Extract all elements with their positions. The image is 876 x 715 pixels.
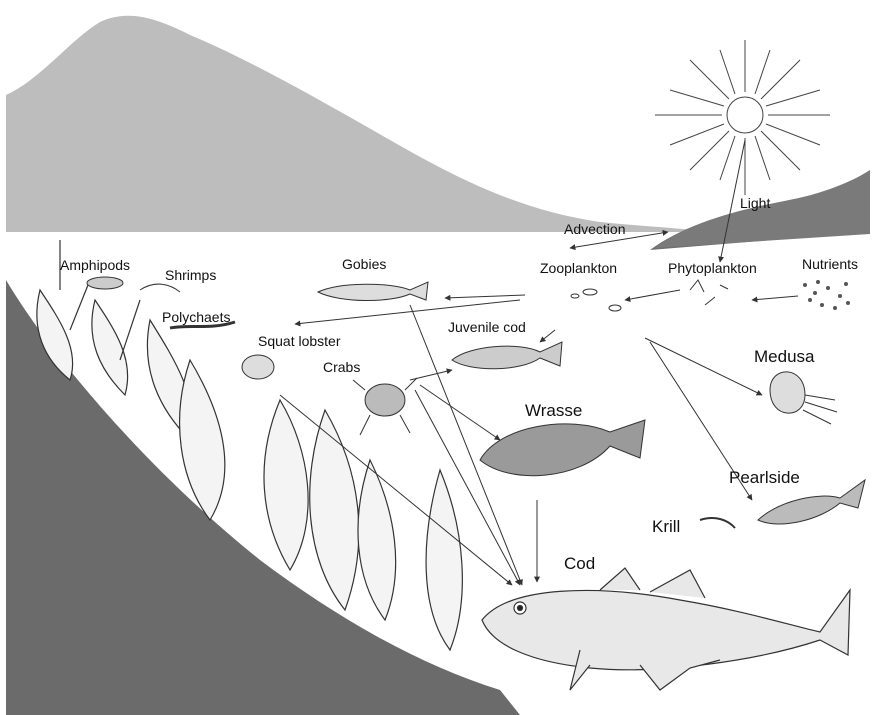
arrow-phyto-zoo [625,290,680,300]
label-amphipods: Amphipods [60,258,130,272]
arrow-zoo-medusa [645,338,762,395]
label-polychaets: Polychaets [162,310,230,324]
arrow-crabs-wrasse [420,385,500,440]
medusa-creature [770,372,837,424]
krill [700,518,735,528]
label-cod: Cod [564,555,595,572]
arrow-zoo-juvenilecod [540,330,555,342]
amphipod [87,277,123,289]
label-gobies: Gobies [342,257,386,271]
label-squat-lobster: Squat lobster [258,334,341,348]
mountain [6,16,710,232]
shrimp [140,284,180,292]
label-crabs: Crabs [323,360,360,374]
label-phytoplankton: Phytoplankton [668,261,757,275]
gobies-fish [318,282,428,301]
sun-icon [655,40,830,195]
label-advection: Advection [564,222,625,236]
juvenile-cod-fish [452,342,562,369]
label-nutrients: Nutrients [802,257,858,271]
label-shrimps: Shrimps [165,268,216,282]
crab [353,378,417,435]
wrasse-fish [480,420,645,476]
arrow-zoo-gobies [445,295,525,298]
label-krill: Krill [652,518,680,535]
arrow-nutrients-phytoplankton [752,296,798,300]
nutrients-dots [803,280,850,310]
arrow-crabs-juvenilecod [410,370,452,380]
label-medusa: Medusa [754,348,814,365]
squat-lobster [242,355,274,379]
label-light: Light [740,196,770,210]
cod-fish [482,568,850,690]
label-wrasse: Wrasse [525,402,582,419]
label-juvenile-cod: Juvenile cod [448,320,526,334]
label-zooplankton: Zooplankton [540,261,617,275]
label-pearlside: Pearlside [729,469,800,486]
